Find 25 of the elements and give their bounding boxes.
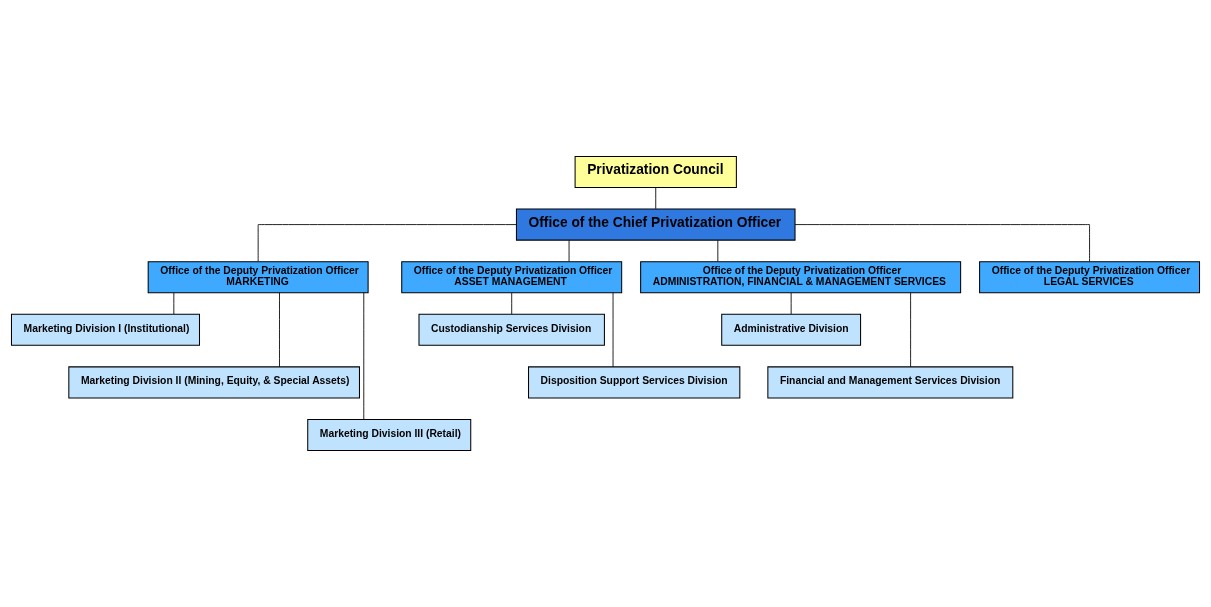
connector — [257, 224, 517, 262]
node-box: Marketing Division II (Mining, Equity, & Special Assets) — [68, 366, 360, 399]
node-box: Office of the Deputy Privatization Officer ADMINISTRATION, FINANCIAL & MANAGEMENT SERVICES — [640, 261, 962, 294]
connector — [279, 292, 280, 368]
node-box: Office of the Deputy Privatization Officer MARKETING — [147, 261, 369, 294]
connector — [790, 292, 792, 315]
node-box: Office of the Deputy Privatization Officer ASSET MANAGEMENT — [401, 261, 623, 294]
node-box: Office of the Chief Privatization Officer — [515, 208, 796, 241]
node-box: Marketing Division I (Institutional) — [10, 313, 200, 346]
node-box: Office of the Deputy Privatization Officer LEGAL SERVICES — [979, 261, 1201, 294]
connector — [568, 239, 570, 262]
connector — [655, 187, 657, 210]
node-box: Custodianship Services Division — [418, 313, 605, 346]
connector — [363, 292, 365, 420]
connector — [794, 224, 1090, 262]
connector — [612, 292, 614, 368]
node-box: Financial and Management Services Division — [767, 366, 1014, 399]
connector — [910, 292, 912, 368]
node-box: Marketing Division III (Retail) — [307, 419, 472, 452]
node-box: Disposition Support Services Division — [528, 366, 741, 399]
connector — [173, 292, 175, 315]
connector — [717, 239, 719, 262]
connector — [511, 292, 513, 315]
node-box: Privatization Council — [574, 155, 737, 188]
node-box: Administrative Division — [721, 313, 862, 346]
